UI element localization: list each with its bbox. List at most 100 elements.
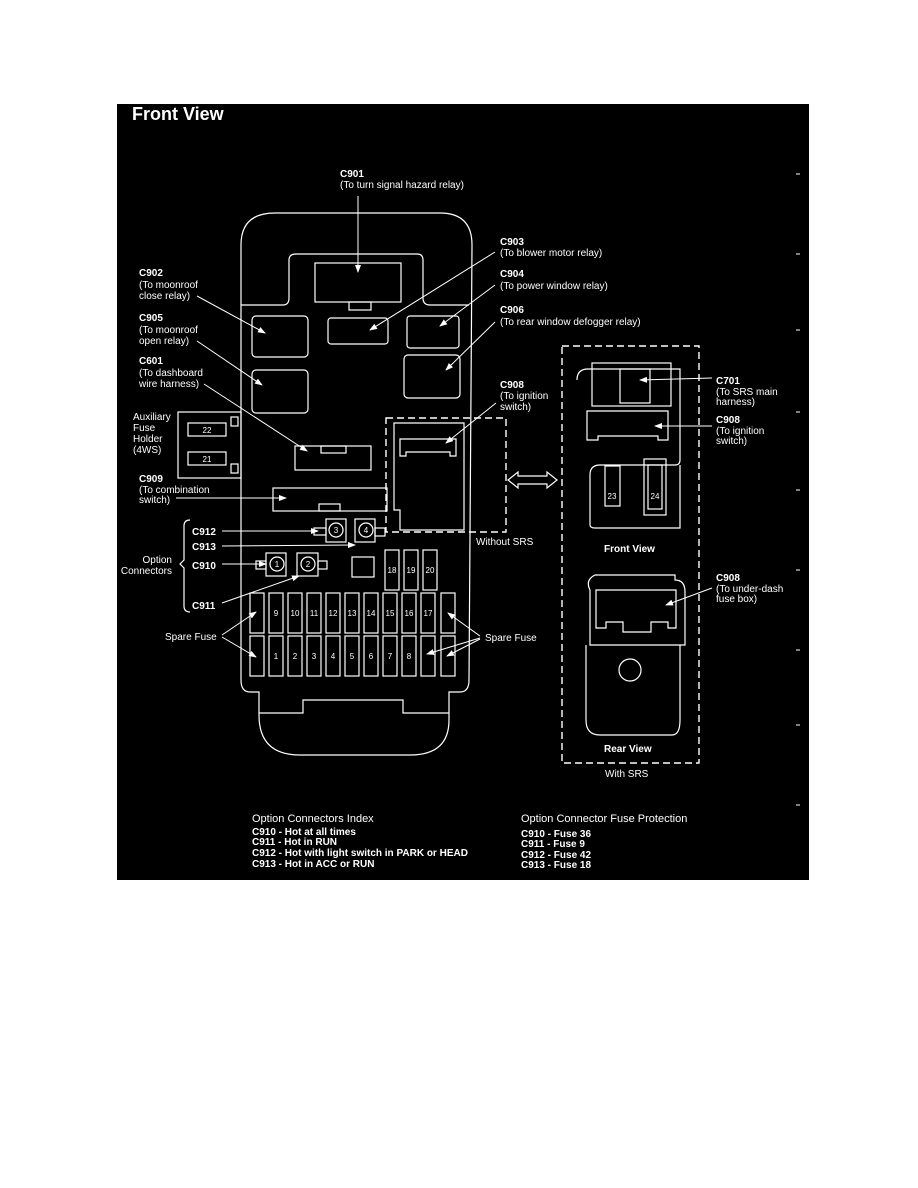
svg-text:(To SRS main: (To SRS main	[716, 387, 778, 398]
auxiliary-fuse-holder: 22 21	[177, 411, 242, 479]
fuse-13	[344, 592, 360, 634]
svg-text:(To ignition: (To ignition	[716, 426, 764, 437]
rear-view-label: Rear View	[604, 744, 652, 755]
fuse-number: 4	[331, 652, 336, 661]
connector-3: 3	[334, 526, 339, 535]
spare-fuse-label-left: Spare Fuse	[165, 632, 217, 643]
relay-c904	[406, 315, 460, 349]
spare-fuse	[440, 635, 456, 677]
relay-c906	[403, 354, 461, 399]
fuse-2	[287, 635, 303, 677]
leader-arrows	[176, 196, 713, 658]
svg-text:C911 - Hot in RUN: C911 - Hot in RUN	[252, 837, 337, 848]
svg-text:switch): switch)	[500, 402, 531, 413]
relay-c902	[251, 315, 309, 358]
double-arrow-icon	[507, 470, 558, 490]
callouts: C901(To turn signal hazard relay) C903(T…	[133, 169, 783, 605]
svg-text:(To moonroof: (To moonroof	[139, 280, 198, 291]
svg-text:C912 - Hot with light switch i: C912 - Hot with light switch in PARK or …	[252, 848, 468, 859]
svg-text:C912 - Fuse 42: C912 - Fuse 42	[521, 850, 591, 861]
fuse-3	[306, 635, 322, 677]
fuse-14	[363, 592, 379, 634]
svg-text:Option Connector Fuse Protecti: Option Connector Fuse Protection	[521, 813, 687, 825]
fuse-11	[306, 592, 322, 634]
fuse-9	[268, 592, 284, 634]
svg-text:C908: C908	[716, 415, 740, 426]
fuse-number: 9	[274, 609, 279, 618]
connector-1: 1	[275, 560, 280, 569]
svg-text:C909: C909	[139, 474, 163, 485]
svg-text:(To turn signal hazard relay): (To turn signal hazard relay)	[340, 180, 464, 191]
fuse-22: 22	[203, 426, 212, 435]
diagram-title: Front View	[132, 104, 225, 124]
fuse-17	[420, 592, 436, 634]
front-view-label: Front View	[604, 544, 655, 555]
fuse-19	[403, 549, 419, 591]
svg-text:C903: C903	[500, 237, 524, 248]
svg-text:(To blower motor relay): (To blower motor relay)	[500, 248, 602, 259]
fuse-21: 21	[203, 455, 212, 464]
option-connectors: Option Connectors C912 C913 C910 C911 1 …	[121, 518, 386, 613]
svg-text:C905: C905	[139, 313, 163, 324]
fuse-box-outline	[240, 212, 473, 756]
relay-c903	[327, 317, 389, 345]
fuse-8	[401, 635, 417, 677]
svg-text:(4WS): (4WS)	[133, 445, 161, 456]
svg-text:(To dashboard: (To dashboard	[139, 368, 203, 379]
connector-4: 4	[364, 526, 369, 535]
svg-text:switch): switch)	[716, 436, 747, 447]
label-c912: C912	[192, 527, 216, 538]
fuse-number: 20	[426, 566, 435, 575]
fuse-number: 5	[350, 652, 355, 661]
svg-text:close relay): close relay)	[139, 291, 190, 302]
fuse-20	[422, 549, 438, 591]
option-connector-fuse-protection: Option Connector Fuse Protection C910 - …	[521, 813, 687, 871]
svg-text:C908: C908	[500, 380, 524, 391]
without-srs-label: Without SRS	[476, 537, 534, 548]
fuse-number: 15	[386, 609, 395, 618]
svg-text:C908: C908	[716, 573, 740, 584]
svg-text:C906: C906	[500, 305, 524, 316]
svg-text:C901: C901	[340, 169, 364, 180]
svg-text:C911 - Fuse 9: C911 - Fuse 9	[521, 839, 585, 850]
relay-c905	[251, 369, 309, 414]
svg-text:harness): harness)	[716, 397, 755, 408]
spare-fuse-label-right: Spare Fuse	[485, 633, 537, 644]
fuse-number: 1	[274, 652, 279, 661]
connector-c908	[399, 438, 457, 457]
fuse-number: 8	[407, 652, 412, 661]
label-c911: C911	[192, 601, 216, 612]
spare-fuse	[420, 635, 436, 677]
svg-text:C913 - Hot in ACC or RUN: C913 - Hot in ACC or RUN	[252, 859, 374, 870]
svg-text:(To combination: (To combination	[139, 485, 210, 496]
fuse-number: 2	[293, 652, 298, 661]
svg-text:wire harness): wire harness)	[138, 379, 199, 390]
edge-ticks	[796, 173, 800, 806]
fuse-number: 17	[424, 609, 433, 618]
fuse-number: 3	[312, 652, 317, 661]
label-c913: C913	[192, 542, 216, 553]
fuse-18	[384, 549, 400, 591]
with-srs-inset: 23 24 Front View Rear View	[561, 345, 700, 764]
connector-2: 2	[306, 560, 311, 569]
fuse-12	[325, 592, 341, 634]
fuse-5	[344, 635, 360, 677]
svg-text:C601: C601	[139, 356, 163, 367]
fuse-number: 6	[369, 652, 374, 661]
fuse-7	[382, 635, 398, 677]
fuse-4	[325, 635, 341, 677]
fuse-number: 16	[405, 609, 414, 618]
svg-text:fuse box): fuse box)	[716, 594, 757, 605]
with-srs-label: With SRS	[605, 769, 649, 780]
svg-text:switch): switch)	[139, 495, 170, 506]
fuse-23: 23	[608, 492, 617, 501]
svg-text:C701: C701	[716, 376, 740, 387]
svg-text:C904: C904	[500, 269, 524, 280]
svg-text:(To power window relay): (To power window relay)	[500, 281, 608, 292]
diagram-panel	[117, 104, 809, 880]
svg-text:Option Connectors Index: Option Connectors Index	[252, 813, 374, 825]
fuse-number: 14	[367, 609, 376, 618]
svg-text:C910 - Fuse 36: C910 - Fuse 36	[521, 829, 591, 840]
